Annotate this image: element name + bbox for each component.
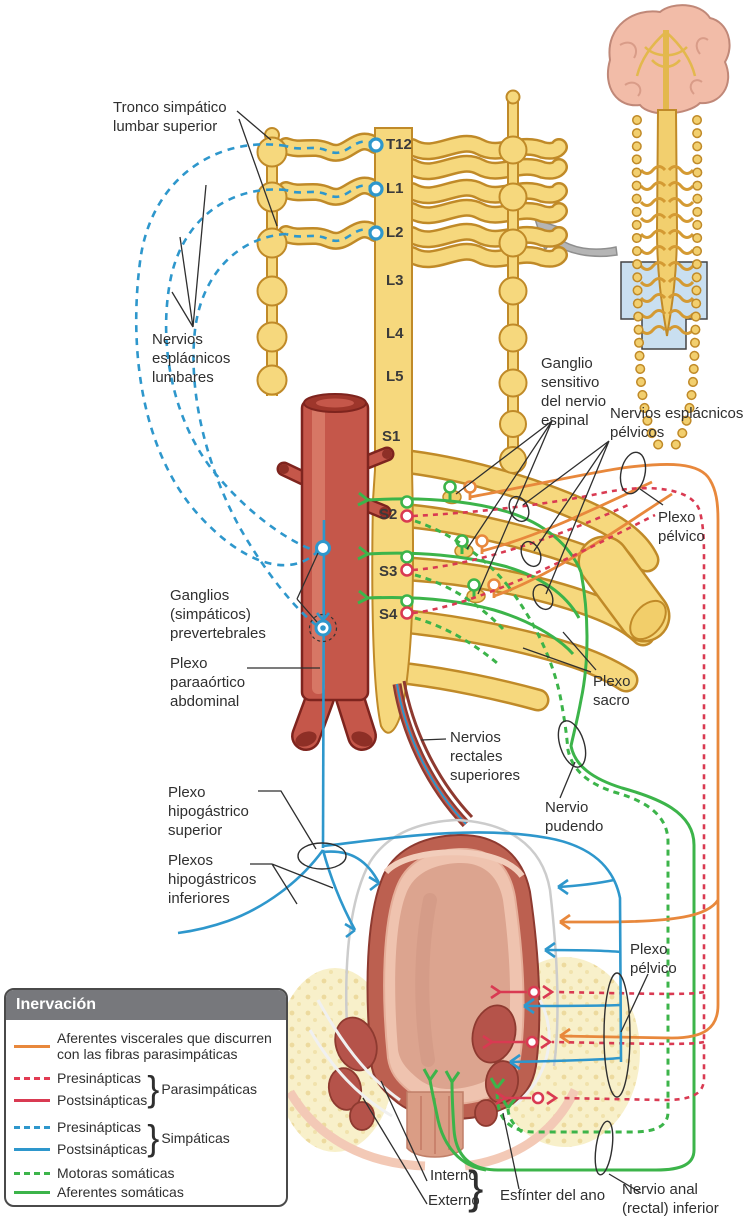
legend-item-label: Motoras somáticas xyxy=(57,1165,175,1181)
brace-simpaticas: } xyxy=(147,1117,160,1158)
spinal-level-T12: T12 xyxy=(386,136,412,153)
spinal-level-S1: S1 xyxy=(382,428,401,445)
sympathetic-chain-left xyxy=(256,127,288,396)
legend-swatch-sym-pre xyxy=(14,1125,50,1129)
legend-swatch-sym-post xyxy=(14,1147,50,1151)
legend-group-label: Parasimpáticas xyxy=(161,1081,258,1097)
spinal-level-L1: L1 xyxy=(386,180,404,197)
label-nervio-anal: Nervio anal(rectal) inferior xyxy=(622,1181,719,1217)
superior-rectal-vessels xyxy=(392,680,474,828)
sacral-plexus-fan xyxy=(397,449,671,712)
legend-item-label: Postsinápticas xyxy=(57,1141,148,1157)
lumbar-splanchnic-nerves xyxy=(134,137,384,627)
anal-sphincter-muscles xyxy=(327,1004,520,1131)
nerve-fibers xyxy=(177,463,720,1172)
inset-overview xyxy=(533,4,731,457)
legend-item-label: Presinápticas xyxy=(57,1070,142,1086)
ventral-root-node xyxy=(368,225,384,241)
ventral-root-node xyxy=(368,137,384,153)
brace-esfinter: } xyxy=(468,1161,484,1213)
label-externo: Externo xyxy=(428,1192,480,1209)
sympathetic-fibers xyxy=(177,519,623,1071)
spinal-level-S3: S3 xyxy=(379,563,398,580)
brace-parasimpaticas: } xyxy=(147,1068,160,1109)
spinal-level-L5: L5 xyxy=(386,368,404,385)
label-esfinter: Esfínter del ano xyxy=(500,1187,606,1204)
spinal-level-L3: L3 xyxy=(386,272,404,289)
legend-item-label: Aferentes somáticas xyxy=(57,1184,184,1200)
sympathetic-chain-right xyxy=(498,89,528,474)
cranial-nerves xyxy=(635,31,697,77)
inset-sympathetic-chains xyxy=(631,115,703,457)
parasympathetic-fibers xyxy=(400,486,706,1106)
legend-swatch-parasym-post xyxy=(14,1098,50,1102)
aorta xyxy=(276,393,395,751)
prevertebral-ganglion xyxy=(315,540,331,556)
annotation-ellipses xyxy=(297,451,647,1176)
spinal-level-L4: L4 xyxy=(386,325,404,342)
spinal-level-L2: L2 xyxy=(386,224,404,241)
legend-item-label: Postsinápticas xyxy=(57,1092,148,1108)
label-interno: Interno xyxy=(430,1167,477,1184)
pointer-lines xyxy=(171,110,664,1205)
somatic-motor-fibers xyxy=(414,519,670,1134)
legend-swatch-parasym-pre xyxy=(14,1076,50,1080)
legend-swatch-somatic-afferent xyxy=(14,1190,50,1194)
fascia-lines xyxy=(308,999,551,1118)
legend-box: Inervación Aferentes viscerales que disc… xyxy=(4,988,288,1207)
visceral-afferent-fibers xyxy=(463,463,720,1045)
legend-title: Inervación xyxy=(6,990,286,1020)
legend-swatch-somatic-motor xyxy=(14,1171,50,1175)
label-ganglios-prevertebrales: Ganglios(simpáticos)prevertebrales xyxy=(170,587,266,642)
legend-group-label: Simpáticas xyxy=(161,1130,230,1146)
ventral-root-node xyxy=(368,181,384,197)
legend-swatch-visceral-afferent xyxy=(14,1044,50,1048)
spinal-level-S2: S2 xyxy=(379,506,398,523)
spinal-level-S4: S4 xyxy=(379,606,398,623)
legend-item-label: Presinápticas xyxy=(57,1119,142,1135)
legend-item-label: Aferentes viscerales que discurren con l… xyxy=(57,1030,272,1062)
